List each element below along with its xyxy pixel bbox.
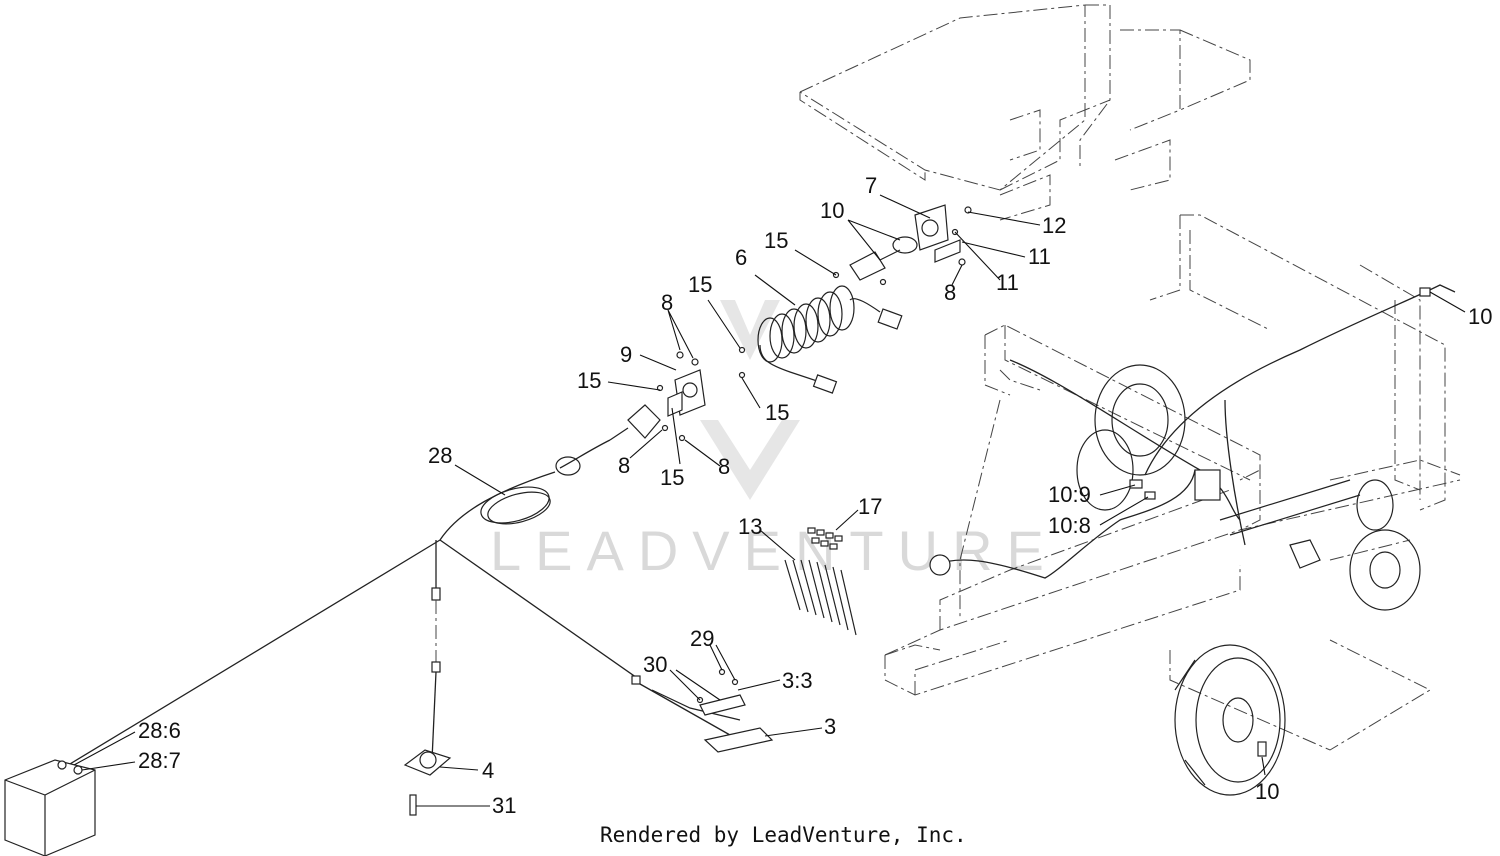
- socket-4: [403, 749, 452, 816]
- callout-15: 15: [688, 272, 712, 297]
- leader-lines: [73, 194, 1466, 807]
- callout-7: 7: [865, 173, 877, 198]
- callout-11: 11: [1028, 244, 1051, 269]
- callout-13: 13: [738, 514, 762, 539]
- callout-28-6: 28:6: [138, 718, 181, 743]
- mower-body-phantom: [799, 4, 1251, 221]
- callout-10: 10: [1468, 304, 1492, 329]
- callout-10-8: 10:8: [1048, 513, 1091, 538]
- callout-17: 17: [858, 494, 882, 519]
- callout-15: 15: [660, 465, 684, 490]
- breakaway-switch-3: [651, 668, 774, 753]
- callout-labels: 7 10 15 6 12 11 11 8 10 8 15 9 15 15 8 1…: [138, 173, 1492, 818]
- callout-8: 8: [661, 290, 673, 315]
- callout-10: 10: [1255, 779, 1279, 804]
- harness-28: [59, 439, 731, 771]
- callout-10: 10: [820, 198, 844, 223]
- axle-assembly: [1076, 364, 1421, 611]
- callout-11: 11: [996, 270, 1019, 295]
- trailer-harness: [929, 284, 1456, 579]
- callout-15: 15: [764, 228, 788, 253]
- callout-6: 6: [735, 245, 747, 270]
- callout-8: 8: [718, 454, 730, 479]
- watermark-logo-icon: [700, 300, 800, 500]
- coiled-cord-6: [757, 285, 903, 394]
- callout-15: 15: [577, 368, 601, 393]
- clips-17: [807, 527, 843, 550]
- plug-connector: [555, 404, 661, 476]
- callout-8: 8: [618, 453, 630, 478]
- bracket-9: [656, 346, 746, 442]
- trailer-frame-phantom: [884, 214, 1461, 751]
- callout-3-3: 3:3: [782, 668, 813, 693]
- callout-28-7: 28:7: [138, 748, 181, 773]
- bracket-7: [914, 204, 961, 263]
- callout-8: 8: [944, 280, 956, 305]
- callout-9: 9: [620, 342, 632, 367]
- callout-3: 3: [824, 714, 836, 739]
- callout-30: 30: [643, 652, 667, 677]
- callout-15: 15: [765, 400, 789, 425]
- watermark-text: LEADVENTURE: [490, 519, 1058, 582]
- callout-4: 4: [482, 758, 494, 783]
- callout-29: 29: [690, 626, 714, 651]
- cable-ties-13: [784, 559, 857, 636]
- callout-12: 12: [1042, 213, 1066, 238]
- callout-31: 31: [492, 793, 516, 818]
- connector-10: [849, 236, 918, 286]
- brake-drum: [1174, 644, 1286, 796]
- footer-credit: Rendered by LeadVenture, Inc.: [600, 823, 967, 847]
- callout-10-9: 10:9: [1048, 482, 1091, 507]
- callout-28: 28: [428, 443, 452, 468]
- battery: [4, 759, 96, 856]
- watermark: LEADVENTURE: [490, 300, 1058, 582]
